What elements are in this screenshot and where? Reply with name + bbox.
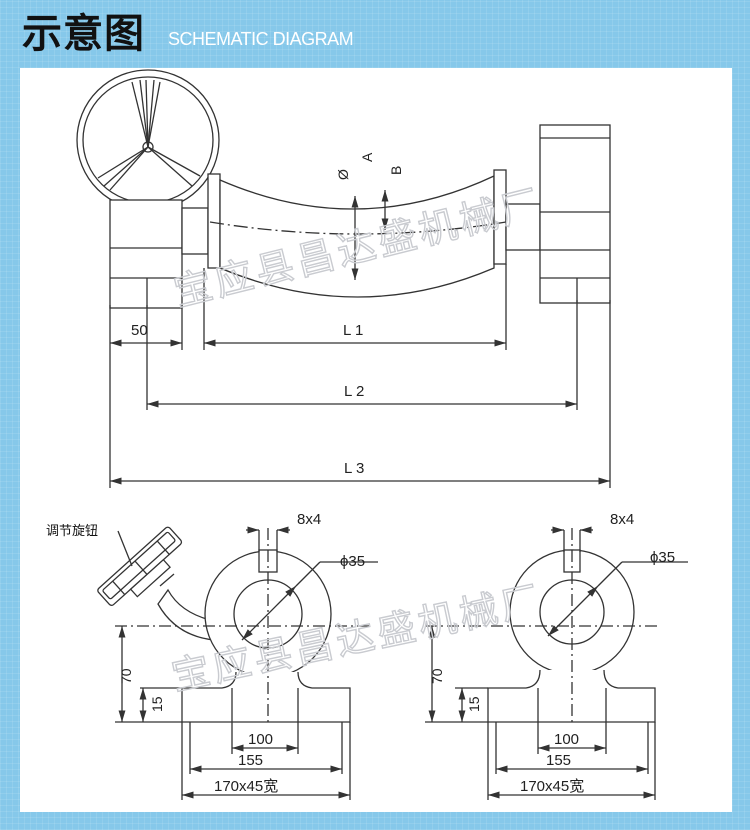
right-bearing-block bbox=[539, 124, 611, 304]
br-dim-8x4: 8x4 bbox=[610, 511, 634, 528]
label-a: A bbox=[359, 152, 375, 162]
bl-dim-phi35: ϕ35 bbox=[340, 553, 365, 570]
br-dim-170: 170x45宽 bbox=[520, 778, 584, 795]
bl-dim-15: 15 bbox=[149, 696, 165, 712]
support-plain bbox=[425, 526, 688, 800]
br-dim-15: 15 bbox=[466, 696, 482, 712]
page-title: 示意图 bbox=[22, 11, 145, 57]
label-b: B bbox=[388, 166, 404, 175]
dim-l1: L 1 bbox=[343, 322, 363, 339]
support-with-knob bbox=[97, 526, 378, 800]
bl-dim-100: 100 bbox=[248, 731, 273, 748]
br-dim-100: 100 bbox=[554, 731, 579, 748]
page-subtitle: SCHEMATIC DIAGRAM bbox=[168, 29, 354, 49]
roller-assembly-top bbox=[76, 69, 611, 309]
dim-l2: L 2 bbox=[344, 383, 364, 400]
label-phi: Ø bbox=[335, 169, 351, 180]
br-dim-phi35: ϕ35 bbox=[650, 549, 675, 566]
knob-label: 调节旋钮 bbox=[46, 524, 98, 539]
bl-dim-155: 155 bbox=[238, 752, 263, 769]
handwheel-top bbox=[76, 69, 220, 211]
bl-dim-70: 70 bbox=[118, 668, 134, 684]
dim-l3: L 3 bbox=[344, 460, 364, 477]
top-dimension-lines bbox=[109, 264, 611, 488]
adjusting-knob-icon bbox=[97, 526, 183, 606]
bl-dim-8x4: 8x4 bbox=[297, 511, 321, 528]
dim-50: 50 bbox=[131, 322, 148, 339]
br-dim-155: 155 bbox=[546, 752, 571, 769]
left-bearing-block bbox=[109, 199, 183, 309]
br-dim-70: 70 bbox=[429, 668, 445, 684]
bl-dim-170: 170x45宽 bbox=[214, 778, 278, 795]
